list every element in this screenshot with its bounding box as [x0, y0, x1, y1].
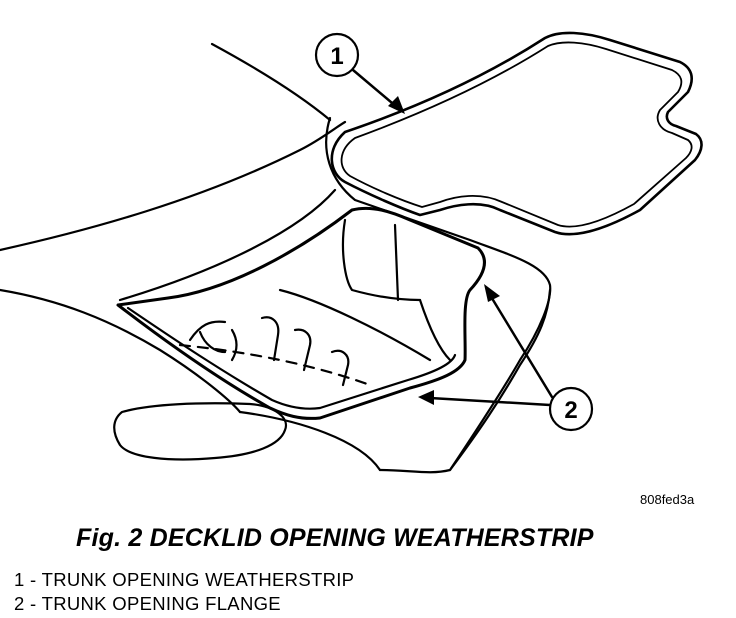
callout-2-circle: [548, 386, 594, 432]
callout-2-leader-b: [428, 396, 552, 407]
legend-item-2: 2 - TRUNK OPENING FLANGE: [14, 593, 281, 614]
callout-1-number: 1: [330, 43, 343, 70]
figure-caption: Fig. 2 DECKLID OPENING WEATHERSTRIP: [76, 524, 594, 552]
decklid-illustration: 1 2: [0, 31, 703, 474]
trunk-opening-flange: [116, 206, 486, 420]
legend-item-1: 1 - TRUNK OPENING WEATHERSTRIP: [14, 569, 355, 590]
figure-code: 808fed3a: [640, 492, 695, 507]
rear-bumper: [113, 402, 288, 461]
trunk-ledge: [325, 116, 552, 474]
body-contour-upper: [0, 120, 347, 252]
callout-1-circle: [314, 32, 360, 78]
callout-2-number: 2: [564, 397, 577, 424]
callout-1-leader: [351, 68, 400, 110]
callout-2-leader-a: [488, 293, 554, 399]
body-contour-lower: [0, 288, 242, 414]
rear-window-edge: [210, 42, 332, 122]
trunk-opening-weatherstrip: [330, 31, 703, 236]
